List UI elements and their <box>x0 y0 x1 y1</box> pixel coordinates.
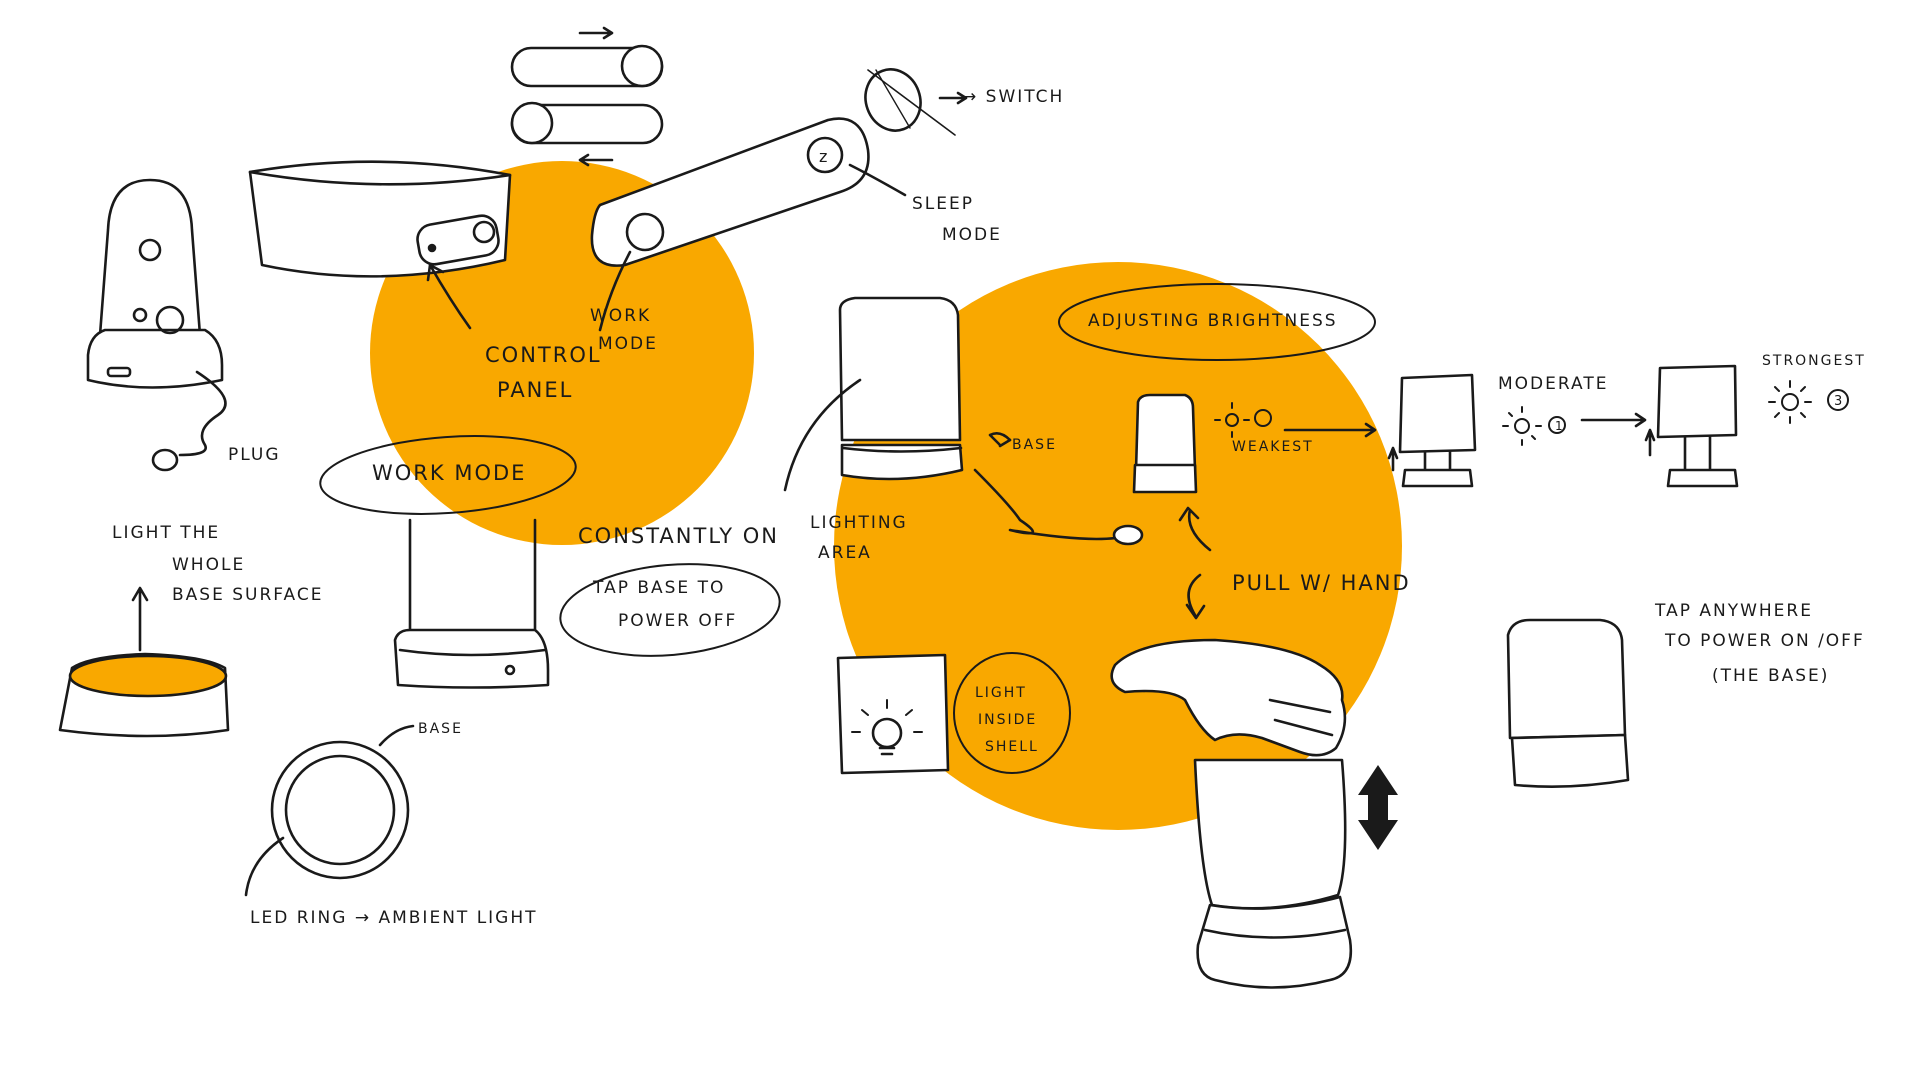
tap-anywhere-lamp <box>1506 618 1630 788</box>
arrow-up-moderate <box>1387 446 1399 472</box>
tap-anywhere-label-2: TO POWER ON /OFF <box>1665 631 1865 651</box>
pull-hand-label: PULL W/ HAND <box>1232 571 1411 595</box>
work-mode-oval <box>319 435 577 515</box>
arrow-weakest-to-moderate <box>1283 422 1377 438</box>
light-inside-label-1: LIGHT <box>975 685 1027 701</box>
hand-held-lamp <box>1110 638 1353 989</box>
arrow-moderate-to-strongest <box>1580 412 1647 428</box>
light-inside-label-3: SHELL <box>985 739 1039 755</box>
sun-icon-strongest <box>1768 380 1849 424</box>
lamp-strongest <box>1656 364 1739 488</box>
tap-base-oval <box>559 563 781 657</box>
tap-anywhere-label-3: (THE BASE) <box>1712 666 1830 686</box>
switch-arm <box>590 117 870 267</box>
lamp-top-control-panel <box>248 160 512 278</box>
led-ring <box>244 724 415 897</box>
moderate-label: MODERATE <box>1498 374 1609 394</box>
toggle-switch-on-icon <box>510 26 664 88</box>
weakest-label: WEAKEST <box>1232 439 1314 455</box>
level-3-number: 3 <box>1834 394 1842 409</box>
plug-label: PLUG <box>228 445 281 465</box>
strongest-label: STRONGEST <box>1762 353 1866 369</box>
leader-control-panel <box>426 263 472 330</box>
sleep-mode-label-1: SLEEP <box>912 194 974 214</box>
lighting-area-label-2: AREA <box>818 543 872 563</box>
leader-work-mode <box>598 250 632 332</box>
sleep-mode-label-2: MODE <box>942 225 1002 245</box>
base-ring-label: BASE <box>418 721 463 737</box>
light-inside-shell-box <box>836 653 950 775</box>
dome-lamp <box>86 178 227 472</box>
work-mode-lamp <box>393 518 550 689</box>
switch-knob-icon <box>864 68 968 136</box>
constantly-on-label: CONSTANTLY ON <box>578 524 779 548</box>
sun-icon-moderate <box>1502 406 1566 446</box>
base-lamp-label: BASE <box>1012 437 1057 453</box>
tap-base-label-1: TAP BASE TO <box>593 578 726 598</box>
sun-icon-weakest <box>1214 402 1272 438</box>
double-arrow-icon <box>1358 765 1398 850</box>
leader-sleep-mode <box>848 163 907 197</box>
lighting-area-label-1: LIGHTING <box>810 513 908 533</box>
light-inside-oval <box>953 652 1071 774</box>
tap-base-label-2: POWER OFF <box>618 611 738 631</box>
brightness-oval <box>1058 283 1376 361</box>
work-mode-title: WORK MODE <box>372 461 527 485</box>
arrow-pull-down <box>1185 573 1206 620</box>
work-mode-label-2: MODE <box>598 334 658 354</box>
work-mode-label-1: WORK <box>590 306 652 326</box>
light-whole-label-2: WHOLE <box>172 555 246 575</box>
light-whole-label-3: BASE SURFACE <box>172 585 324 605</box>
lamp-moderate <box>1398 373 1477 488</box>
sleep-glyph: z <box>819 147 827 166</box>
base-light-dish <box>58 586 230 738</box>
leader-base <box>998 438 1012 448</box>
adjusting-brightness-label: ADJUSTING BRIGHTNESS <box>1088 311 1338 331</box>
tap-anywhere-label-1: TAP ANYWHERE <box>1655 601 1813 621</box>
light-inside-label-2: INSIDE <box>978 712 1038 728</box>
arrow-pull-up <box>1178 506 1212 552</box>
arrow-up-strongest <box>1644 428 1656 457</box>
cylinder-lamp <box>783 296 1144 546</box>
switch-label: → SWITCH <box>962 87 1065 107</box>
level-1-number: 1 <box>1555 419 1563 433</box>
control-panel-label-2: PANEL <box>497 378 574 402</box>
lamp-weakest <box>1132 393 1198 494</box>
control-panel-label-1: CONTROL <box>485 343 602 367</box>
toggle-switch-off-icon <box>510 101 664 167</box>
led-ring-label: LED RING → AMBIENT LIGHT <box>250 908 538 928</box>
light-whole-label-1: LIGHT THE <box>112 523 221 543</box>
